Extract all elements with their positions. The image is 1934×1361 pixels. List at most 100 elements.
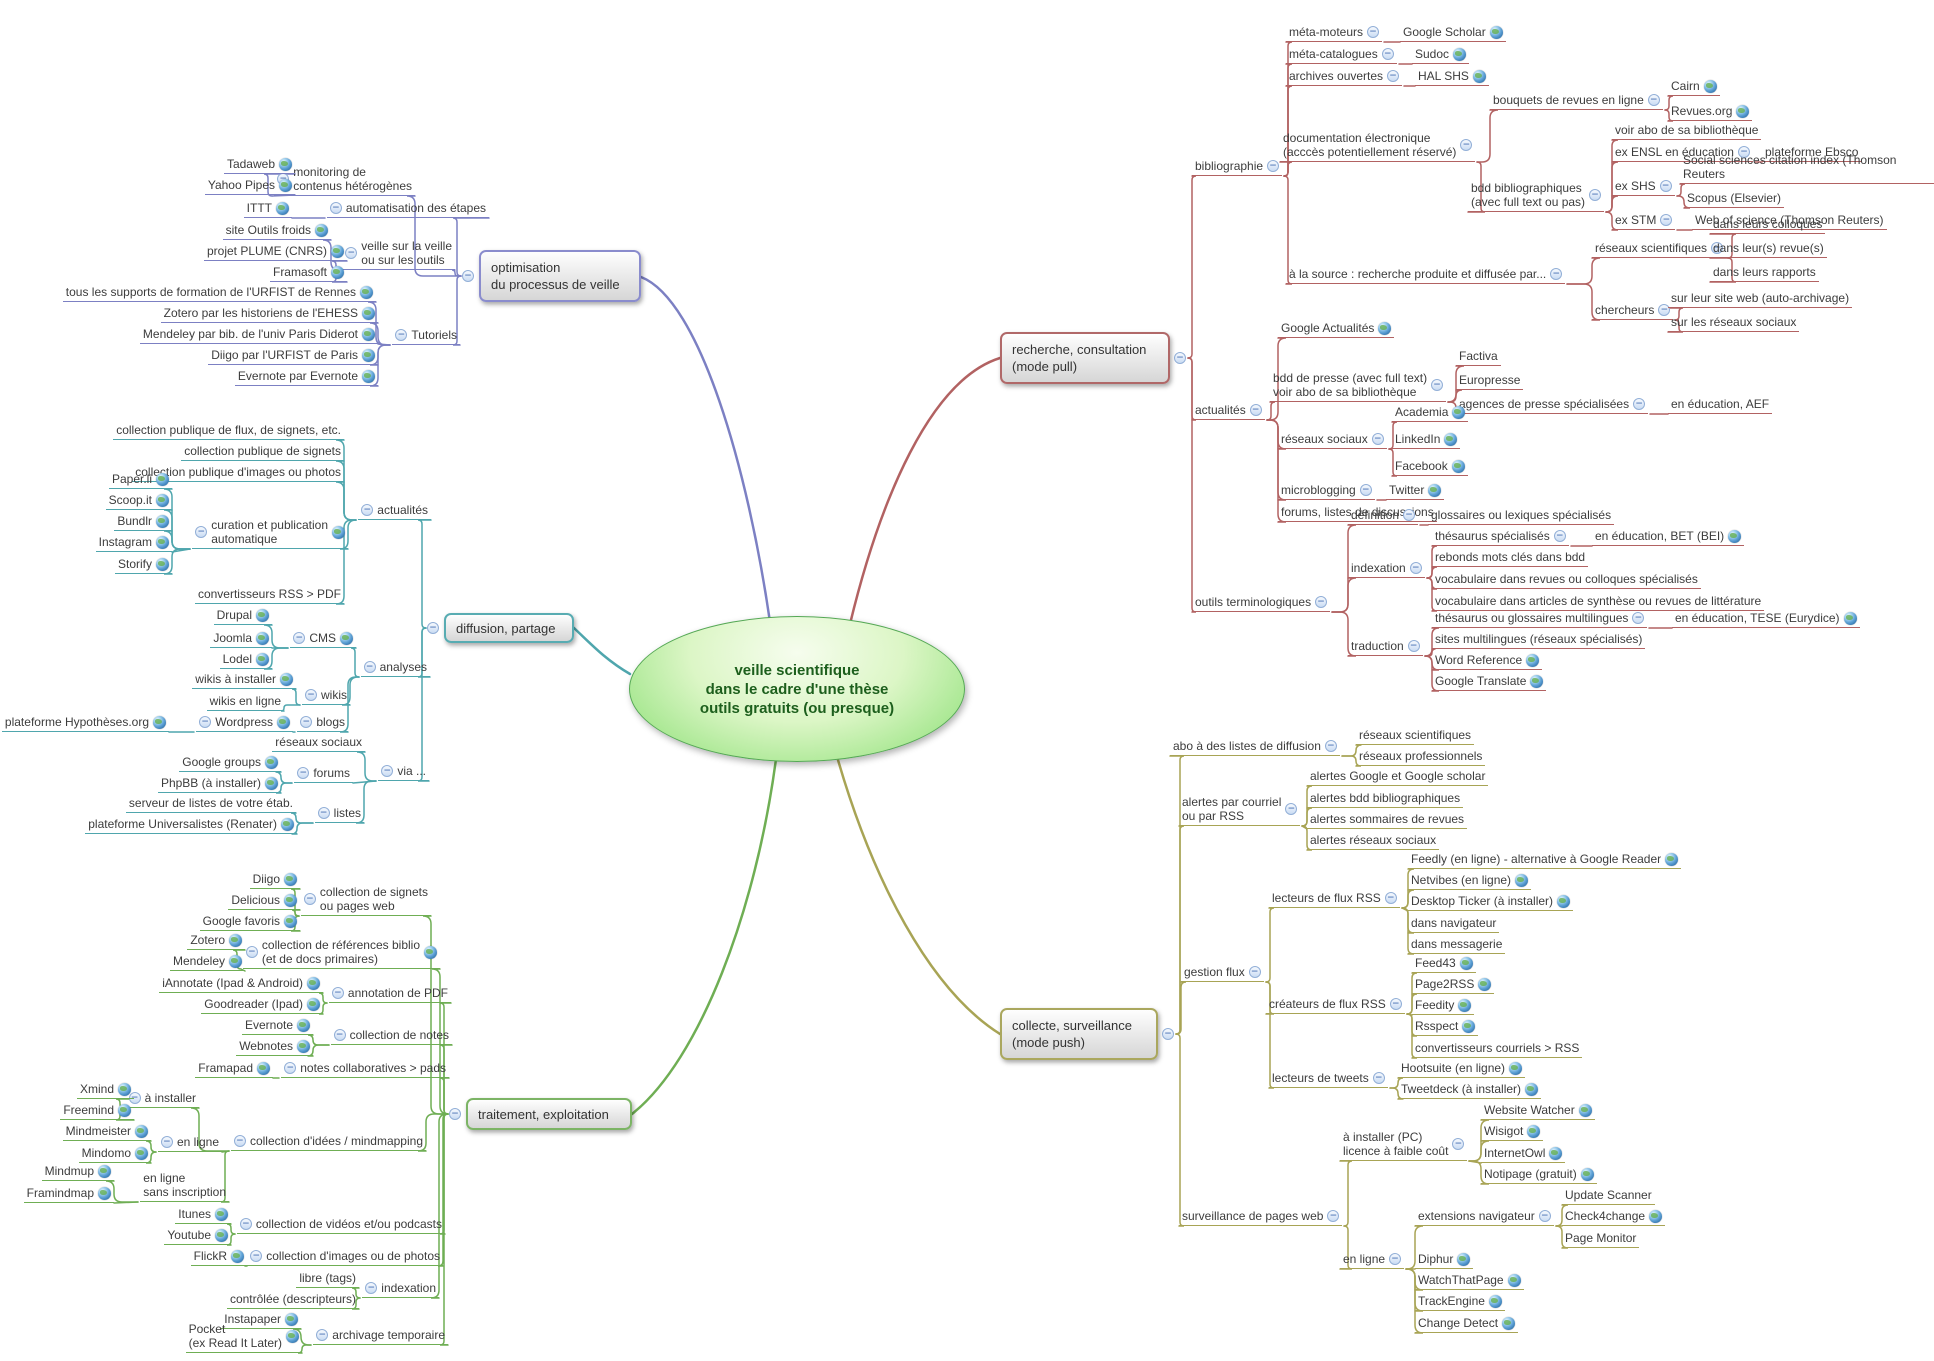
node-alertes-bdd-bibliographiques[interactable]: alertes bdd bibliographiques [1307, 791, 1464, 808]
node-hootsuite-en-ligne[interactable]: Hootsuite (en ligne) [1398, 1061, 1526, 1078]
node-lecteurs-de-tweets[interactable]: lecteurs de tweets− [1269, 1071, 1388, 1088]
web-link-icon[interactable] [1462, 1019, 1476, 1033]
node-notipage-gratuit[interactable]: Notipage (gratuit) [1481, 1167, 1597, 1184]
node-academia[interactable]: Academia [1392, 405, 1469, 422]
node-gestion-flux[interactable]: gestion flux− [1181, 965, 1264, 982]
collapse-icon[interactable]: − [363, 661, 376, 673]
web-link-icon[interactable] [1703, 79, 1717, 93]
web-link-icon[interactable] [1578, 1103, 1592, 1117]
collapse-icon[interactable]: − [1452, 1138, 1465, 1150]
node-reseaux-sociaux[interactable]: réseaux sociaux− [1278, 432, 1387, 449]
node-tadaweb[interactable]: Tadaweb [223, 157, 295, 174]
node-via[interactable]: −via ... [378, 764, 429, 781]
node-itunes[interactable]: Itunes [175, 1207, 231, 1224]
web-link-icon[interactable] [256, 652, 269, 666]
web-link-icon[interactable] [332, 525, 345, 539]
collapse-icon[interactable]: − [1550, 268, 1563, 280]
node-ex-shs[interactable]: ex SHS− [1612, 179, 1675, 196]
node-monitoring-de-contenus-heterogenes[interactable]: −monitoring de contenus hétérogènes [274, 165, 415, 196]
node-storify[interactable]: Storify [114, 557, 172, 574]
node-veille-sur-la-veille-ou-sur-les-outils[interactable]: −veille sur la veille ou sur les outils [342, 239, 455, 270]
node-actualites[interactable]: actualités− [1192, 403, 1265, 420]
web-link-icon[interactable] [424, 945, 437, 959]
collapse-icon[interactable]: − [284, 1062, 297, 1074]
collapse-icon[interactable]: − [1647, 94, 1660, 106]
node-mendeley-par-bib-de-l-univ-paris-diderot[interactable]: Mendeley par bib. de l'univ Paris Didero… [139, 327, 378, 344]
web-link-icon[interactable] [265, 755, 278, 769]
node-alertes-par-courriel-ou-par-rss[interactable]: alertes par courriel ou par RSS− [1179, 795, 1301, 826]
node-cms[interactable]: −CMS [290, 631, 356, 648]
web-link-icon[interactable] [215, 1228, 228, 1242]
web-link-icon[interactable] [276, 201, 289, 215]
web-link-icon[interactable] [1459, 956, 1473, 970]
web-link-icon[interactable] [284, 893, 297, 907]
node-diphur[interactable]: Diphur [1415, 1252, 1474, 1269]
node-plateforme-hypotheses-org[interactable]: plateforme Hypothèses.org [1, 715, 169, 732]
collapse-icon[interactable]: − [1407, 640, 1420, 652]
node-dans-navigateur[interactable]: dans navigateur [1408, 916, 1500, 933]
node-diigo-par-l-urfist-de-paris[interactable]: Diigo par l'URFIST de Paris [208, 348, 378, 365]
node-page2rss[interactable]: Page2RSS [1412, 977, 1495, 994]
web-link-icon[interactable] [281, 817, 294, 831]
node-google-translate[interactable]: Google Translate [1432, 674, 1547, 691]
web-link-icon[interactable] [229, 954, 242, 968]
node-curation-et-publication-automatique[interactable]: −curation et publication automatique [192, 518, 348, 549]
node-a-la-source-recherche-produite-et-diffusee[interactable]: à la source : recherche produite et diff… [1286, 267, 1566, 284]
branch-box-diffusion-partage[interactable]: diffusion, partage [444, 613, 574, 643]
collapse-icon[interactable]: − [1381, 48, 1394, 60]
node-controlee-descripteurs[interactable]: contrôlée (descripteurs) [226, 1292, 359, 1309]
collapse-icon[interactable]: − [305, 689, 317, 701]
node-thesaurus-specialises[interactable]: thésaurus spécialisés− [1432, 529, 1569, 546]
web-link-icon[interactable] [1728, 529, 1742, 543]
web-link-icon[interactable] [1453, 47, 1467, 61]
node-meta-catalogues[interactable]: méta-catalogues− [1286, 47, 1397, 64]
node-vocabulaire-dans-revues-ou-colloques-speci[interactable]: vocabulaire dans revues ou colloques spé… [1432, 572, 1701, 589]
node-reseaux-scientifiques[interactable]: réseaux scientifiques− [1592, 241, 1727, 258]
collapse-icon[interactable]: − [329, 202, 342, 214]
web-link-icon[interactable] [1515, 873, 1529, 887]
web-link-icon[interactable] [286, 1329, 299, 1343]
node-collection-publique-de-flux-de-signets-etc[interactable]: collection publique de flux, de signets,… [113, 423, 344, 440]
web-link-icon[interactable] [1507, 1273, 1521, 1287]
node-dans-leurs-rapports[interactable]: dans leurs rapports [1710, 265, 1819, 282]
node-projet-plume-cnrs[interactable]: projet PLUME (CNRS) [203, 244, 347, 261]
collapse-icon[interactable]: − [300, 716, 313, 728]
web-link-icon[interactable] [362, 348, 375, 362]
node-framasoft[interactable]: Framasoft [269, 265, 347, 282]
node-convertisseurs-courriels-rss[interactable]: convertisseurs courriels > RSS [1412, 1041, 1583, 1058]
node-hal-shs[interactable]: HAL SHS [1415, 69, 1489, 86]
node-youtube[interactable]: Youtube [164, 1228, 231, 1245]
node-check4change[interactable]: Check4change [1562, 1209, 1666, 1226]
web-link-icon[interactable] [153, 715, 166, 729]
node-annotation-de-pdf[interactable]: −annotation de PDF [328, 986, 451, 1003]
node-rsspect[interactable]: Rsspect [1412, 1019, 1479, 1036]
node-en-ligne[interactable]: −en ligne [157, 1135, 222, 1152]
collapse-icon[interactable]: − [462, 270, 474, 282]
web-link-icon[interactable] [360, 285, 373, 299]
collapse-icon[interactable]: − [316, 1329, 329, 1341]
web-link-icon[interactable] [215, 1207, 228, 1221]
web-link-icon[interactable] [1527, 1124, 1541, 1138]
collapse-icon[interactable]: − [1409, 562, 1422, 574]
web-link-icon[interactable] [257, 1061, 270, 1075]
collapse-icon[interactable]: − [381, 765, 394, 777]
web-link-icon[interactable] [284, 872, 297, 886]
collapse-icon[interactable]: − [345, 247, 358, 259]
node-google-favoris[interactable]: Google favoris [199, 914, 300, 931]
collapse-icon[interactable]: − [1460, 139, 1473, 151]
web-link-icon[interactable] [1736, 104, 1750, 118]
web-link-icon[interactable] [1509, 1061, 1523, 1075]
collapse-icon[interactable]: − [1431, 379, 1444, 391]
collapse-icon[interactable]: − [1737, 146, 1750, 158]
node-en-ligne-sans-inscription[interactable]: en ligne sans inscription [140, 1171, 229, 1202]
node-trackengine[interactable]: TrackEngine [1415, 1294, 1505, 1311]
web-link-icon[interactable] [280, 672, 293, 686]
node-drupal[interactable]: Drupal [213, 608, 272, 625]
collapse-icon[interactable]: − [1372, 1072, 1385, 1084]
web-link-icon[interactable] [279, 157, 292, 171]
node-phpbb-a-installer[interactable]: PhpBB (à installer) [157, 776, 281, 793]
node-tous-les-supports-de-formation-de-l-urfist[interactable]: tous les supports de formation de l'URFI… [62, 285, 376, 302]
web-link-icon[interactable] [1451, 459, 1465, 473]
node-webnotes[interactable]: Webnotes [236, 1039, 313, 1056]
node-en-education-tese-eurydice[interactable]: en éducation, TESE (Eurydice) [1672, 611, 1860, 628]
